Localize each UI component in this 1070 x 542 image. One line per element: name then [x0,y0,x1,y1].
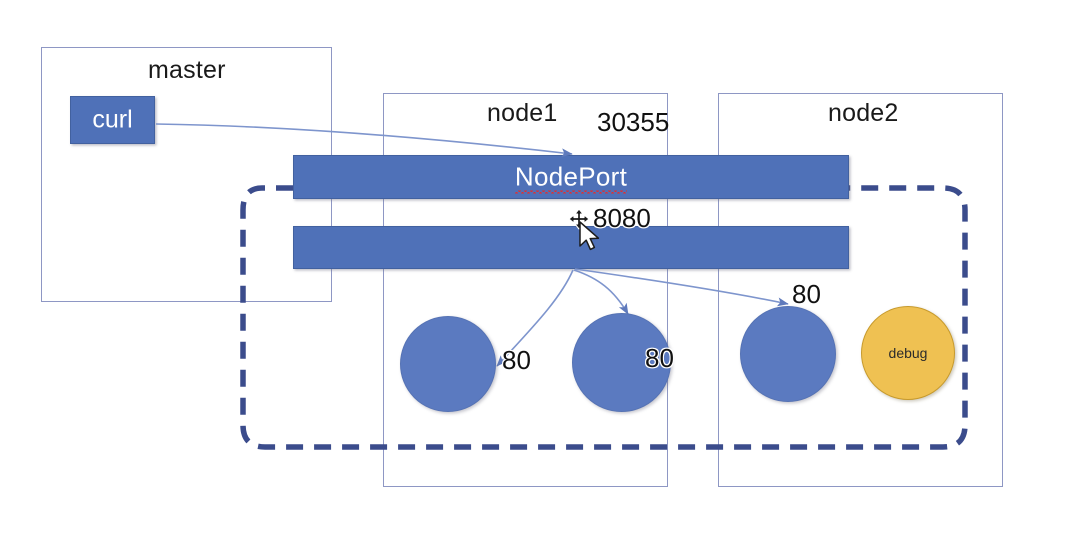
group-box-node1 [383,93,668,487]
port-label-pod-node1-b: 80 [645,343,674,373]
arrow-8080-to-pod-node1a [496,269,574,367]
pod-node1-a[interactable] [400,316,496,412]
port-label-service-port: 8080 [593,203,651,233]
arrow-8080-to-pod-node1b [573,269,629,315]
group-label-node1: node1 [487,99,558,127]
pod-node1-b[interactable] [572,313,671,412]
debug-pod-label: debug [888,345,928,361]
arrow-curl-to-nodeport [155,123,573,158]
port-label-pod-node2-a: 80 [792,279,821,309]
pod-node2-debug[interactable]: debug [861,306,955,400]
nodeport-text: NodePort [514,161,628,194]
curl-box[interactable]: curl [70,96,155,144]
port-label-nodeport: 30355 [597,107,670,137]
arrow-8080-to-pod-node2a [574,268,789,307]
pod-node2-a[interactable] [740,306,836,402]
group-label-master: master [148,56,226,84]
nodeport-bar-label: NodePort [294,161,848,194]
curl-label: curl [92,105,133,134]
port-label-pod-node1-a: 80 [502,345,531,375]
group-box-node2 [718,93,1003,487]
group-label-node2: node2 [828,99,899,127]
